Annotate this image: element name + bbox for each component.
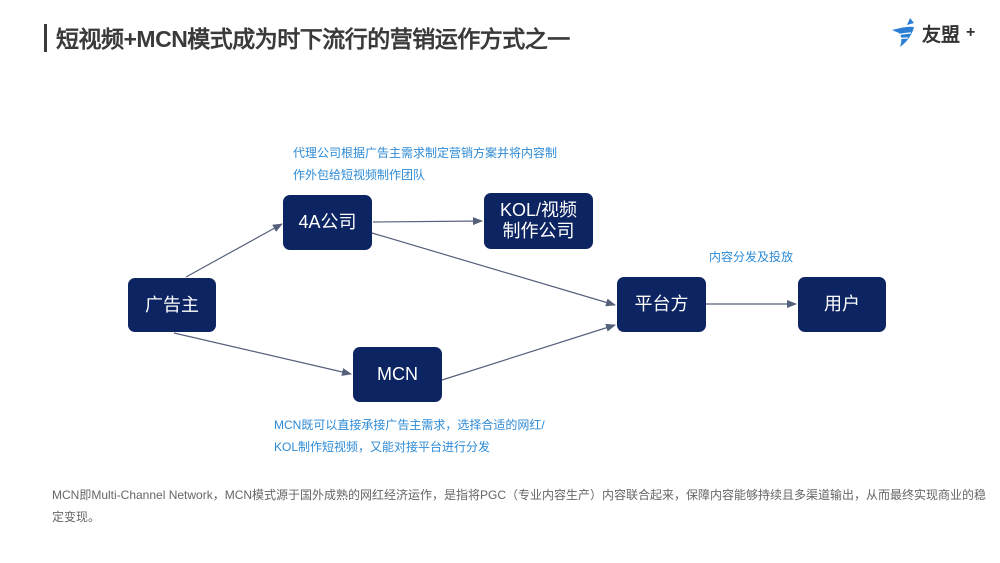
node-user-label: 用户 xyxy=(824,294,860,314)
page-title: 短视频+MCN模式成为时下流行的营销运作方式之一 xyxy=(56,26,570,52)
footer-description: MCN即Multi-Channel Network，MCN模式源于国外成熟的网红… xyxy=(52,488,987,524)
agency-note-line2: 作外包给短视频制作团队 xyxy=(293,168,426,182)
mcn-note: MCN既可以直接承接广告主需求，选择合适的网红/ KOL制作短视频，又能对接平台… xyxy=(274,414,545,458)
node-platform-label: 平台方 xyxy=(634,294,689,314)
edge-agency-kol xyxy=(372,217,483,226)
node-platform: 平台方 xyxy=(617,277,706,332)
edge-advertiser-mcn xyxy=(173,332,352,376)
title-accent-bar xyxy=(44,24,47,52)
youmeng-bird-icon xyxy=(892,18,914,47)
node-kol-label-line2: 制作公司 xyxy=(502,221,575,241)
node-agency: 4A公司 xyxy=(283,195,372,250)
agency-note: 代理公司根据广告主需求制定营销方案并将内容制 作外包给短视频制作团队 xyxy=(293,142,557,186)
node-advertiser: 广告主 xyxy=(128,278,216,332)
platform-note: 内容分发及投放 xyxy=(709,250,794,264)
node-kol-label-line1: KOL/视频 xyxy=(499,200,578,220)
node-agency-label: 4A公司 xyxy=(298,212,357,232)
edge-mcn-platform xyxy=(441,323,616,381)
logo: 友盟 + xyxy=(890,16,975,50)
node-kol: KOL/视频 制作公司 xyxy=(484,193,593,249)
logo-plus: + xyxy=(966,24,976,41)
agency-note-line1: 代理公司根据广告主需求制定营销方案并将内容制 xyxy=(293,146,558,160)
node-advertiser-label: 广告主 xyxy=(145,294,199,315)
logo-text: 友盟 xyxy=(922,24,961,46)
edge-advertiser-agency xyxy=(185,223,283,278)
edge-agency-platform xyxy=(371,232,616,307)
node-mcn: MCN xyxy=(353,347,442,402)
node-user: 用户 xyxy=(798,277,886,332)
mcn-note-line1: MCN既可以直接承接广告主需求，选择合适的网红/ xyxy=(274,418,545,432)
mcn-note-line2: KOL制作短视频，又能对接平台进行分发 xyxy=(274,440,491,454)
node-mcn-label: MCN xyxy=(377,364,418,384)
